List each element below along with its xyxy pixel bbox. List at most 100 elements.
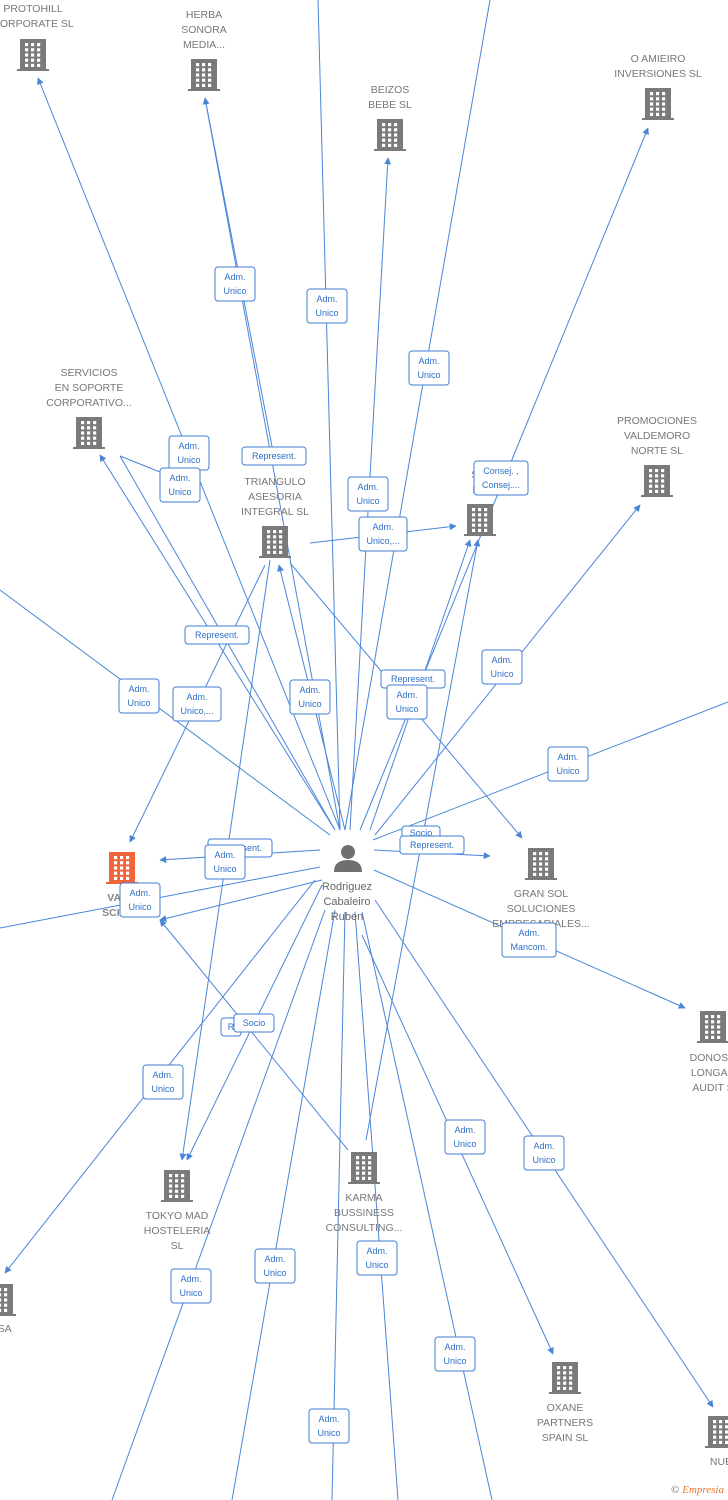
edge-label-e-serv-1[interactable]: Adm.Unico [168, 435, 210, 471]
company-node-protohill[interactable]: PROTOHILL CORPORATE SL [0, 3, 74, 71]
edge-label-e-beizos[interactable]: Adm.Unico [347, 476, 389, 512]
edge-label-text: Unico [317, 1428, 340, 1438]
edge-label-text: Unico [151, 1084, 174, 1094]
edge-label-text: Adm. [366, 1246, 387, 1256]
relationship-edge [119, 455, 161, 473]
company-label: CORPORATE SL [0, 18, 74, 30]
building-icon [188, 59, 220, 91]
company-node-donoso[interactable]: DONOSOLONGARAUDIT S [690, 1011, 728, 1094]
edge-label-text: Unico [453, 1139, 476, 1149]
building-icon [525, 848, 557, 880]
edge-label-text: Adm. [152, 1070, 173, 1080]
company-label: HOSTELERIA [144, 1225, 211, 1237]
company-node-karma[interactable]: KARMA BUSSINESS CONSULTING... [326, 1152, 403, 1234]
edge-label-text: Unico [179, 1288, 202, 1298]
company-label: PROMOCIONES [617, 415, 697, 427]
edge-label-text: Unico [356, 496, 379, 506]
company-label: HERBA [186, 9, 222, 21]
edge-label-e-bottom-2[interactable]: Adm.Unico [254, 1248, 296, 1284]
edge-label-e-amieiro[interactable]: Consej. ,Consej.... [473, 460, 529, 496]
edge-label-text: Adm. [299, 685, 320, 695]
edge-label-e-tri-2[interactable]: Adm. Unico [289, 679, 331, 715]
edge-label-e-donoso[interactable]: Adm. Mancom. [501, 922, 557, 958]
company-label: BUSSINESS [334, 1207, 394, 1219]
relationship-edge [344, 0, 491, 831]
edge-label-text: Unico [177, 455, 200, 465]
company-label: CONSULTING... [326, 1222, 403, 1234]
edge-label-text: Socio [243, 1018, 266, 1028]
edge-label-text: Unico [417, 370, 440, 380]
company-node-asa[interactable]: A SA [0, 1284, 16, 1335]
edge-label-text: Adm. [518, 928, 539, 938]
building-icon [705, 1416, 728, 1448]
company-label: BEBE SL [368, 99, 412, 111]
edge-label-text: Unico,... [180, 706, 213, 716]
edge-label-e-top-1[interactable]: Adm.Unico [306, 288, 348, 324]
company-label: GRAN SOL [514, 888, 568, 900]
building-icon [641, 465, 673, 497]
company-node-gransol[interactable]: GRAN SOLSOLUCIONESEMPRESARIALES... [492, 848, 590, 930]
company-label: ASESORIA [248, 491, 302, 503]
edge-label-e-bottom-3[interactable]: Adm.Unico [434, 1336, 476, 1372]
person-label: Ruben [331, 911, 363, 923]
edge-label-e-karma-2[interactable]: Adm. Unico [356, 1240, 398, 1276]
relationship-edge [354, 911, 399, 1500]
edge-label-text: Represent. [391, 674, 435, 684]
edge-label-e-asa[interactable]: Adm. Unico [142, 1064, 184, 1100]
edge-label-e-herba-1[interactable]: Adm.Unico [214, 266, 256, 302]
edge-label-e-sci-3[interactable]: Adm.Unico [386, 684, 428, 720]
relationship-edge [0, 589, 331, 836]
edge-label-text: Adm. [557, 752, 578, 762]
edge-label-text: Consej. , [483, 466, 519, 476]
edge-label-e-promo[interactable]: Adm. Unico [481, 649, 523, 685]
building-icon [106, 852, 138, 884]
edge-label-e-nube[interactable]: Adm.Unico [523, 1135, 565, 1171]
company-label: KARMA [345, 1192, 382, 1204]
edge-label-text: Unico [213, 864, 236, 874]
brand-logo[interactable]: Empresia [682, 1484, 724, 1496]
edge-label-text: Adm. [316, 294, 337, 304]
edge-label-e-vang-adm[interactable]: Adm.Unico [204, 844, 246, 880]
edge-label-text: Unico [365, 1260, 388, 1270]
edge-label-e-top-2[interactable]: Adm.Unico [408, 350, 450, 386]
edge-label-e-serv-2[interactable]: Adm.Unico [159, 467, 201, 503]
edge-labels: Adm.UnicoAdm.UnicoAdm.UnicoAdm.UnicoAdm.… [118, 266, 589, 1444]
company-label: SL [171, 1240, 184, 1252]
edge-label-e-oxane[interactable]: Adm.Unico [444, 1119, 486, 1155]
company-label: INVERSIONES SL [614, 68, 702, 80]
edge-label-text: Unico [490, 669, 513, 679]
company-label: PROTOHILL [3, 3, 62, 15]
company-node-herba[interactable]: HERBASONORAMEDIA... [181, 9, 227, 91]
company-label: INTEGRAL SL [241, 506, 309, 518]
edge-label-text: Mancom. [510, 942, 547, 952]
edge-label-e-vang-2[interactable]: Adm.Unico,... [172, 686, 222, 722]
footer: © Empresia [671, 1484, 724, 1496]
edge-label-e-sci-2[interactable]: Adm.Unico,... [358, 516, 408, 552]
company-nodes: PROTOHILL CORPORATE SL HERBASONORAMEDIA...… [0, 3, 728, 1468]
edge-label-text: Adm. [396, 690, 417, 700]
edge-label-e-karma-socio[interactable]: Socio [233, 1013, 275, 1033]
edge-label-text: Adm. [224, 272, 245, 282]
edge-label-text: Unico [298, 699, 321, 709]
edge-label-e-serv-rep[interactable]: Represent. [184, 625, 250, 645]
edge-label-text: Unico [168, 487, 191, 497]
edge-label-e-bottom-4[interactable]: Adm.Unico [308, 1408, 350, 1444]
edge-label-text: Adm. [444, 1342, 465, 1352]
edge-label-e-left-1[interactable]: Adm.Unico [118, 678, 160, 714]
edge-label-text: Adm. [491, 655, 512, 665]
building-icon [161, 1170, 193, 1202]
edge-label-e-bottom-1[interactable]: Adm.Unico [170, 1268, 212, 1304]
edge-label-e-gransol-rep[interactable]: Represent. [399, 835, 465, 855]
company-node-nube[interactable]: NUB [705, 1416, 728, 1468]
edge-label-e-tri-rep[interactable]: Represent. [241, 446, 307, 466]
edge-label-e-vang-3[interactable]: Adm.Unico [119, 882, 161, 918]
edge-label-e-right-1[interactable]: Adm.Unico [547, 746, 589, 782]
